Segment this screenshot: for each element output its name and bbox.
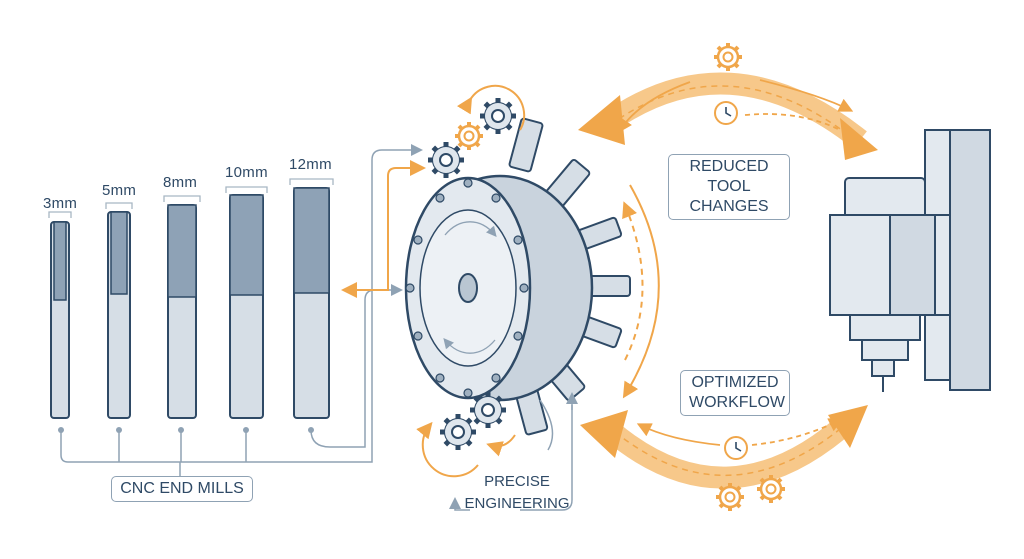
reduced-tool-changes-cycle	[578, 41, 878, 160]
end-mill-label-12mm: 12mm	[289, 156, 332, 173]
gear-icon	[470, 392, 506, 428]
optimized-workflow-label: OPTIMIZED WORKFLOW	[680, 370, 790, 416]
end-mill-8mm	[167, 204, 197, 419]
gear-icon	[453, 120, 485, 152]
tool-turret	[404, 117, 631, 511]
optimized-workflow-cycle	[580, 405, 868, 513]
end-mill-label-10mm: 10mm	[225, 164, 268, 181]
clock-icon	[724, 436, 748, 460]
gear-icon	[714, 481, 746, 513]
gear-icon	[428, 142, 464, 178]
end-mill-5mm	[107, 211, 131, 419]
end-mill-label-8mm: 8mm	[163, 174, 198, 191]
clock-icon	[714, 101, 738, 125]
end-mill-10mm	[229, 194, 264, 419]
end-mills-group	[48, 144, 426, 477]
end-mill-label-3mm: 3mm	[43, 195, 78, 212]
precise-engineering-label: PRECISE ENGINEERING	[464, 473, 570, 512]
gear-icon	[755, 473, 787, 505]
end-mill-label-5mm: 5mm	[102, 182, 137, 199]
reduced-tool-changes-label: REDUCED TOOL CHANGES	[668, 154, 790, 220]
gear-icon	[712, 41, 744, 73]
end-mill-12mm	[293, 187, 330, 419]
cnc-spindle-machine	[829, 129, 991, 392]
gear-icon	[480, 98, 516, 134]
gear-icon	[440, 414, 476, 450]
cnc-end-mills-label: CNC END MILLS	[111, 476, 253, 502]
end-mill-3mm	[50, 221, 70, 419]
